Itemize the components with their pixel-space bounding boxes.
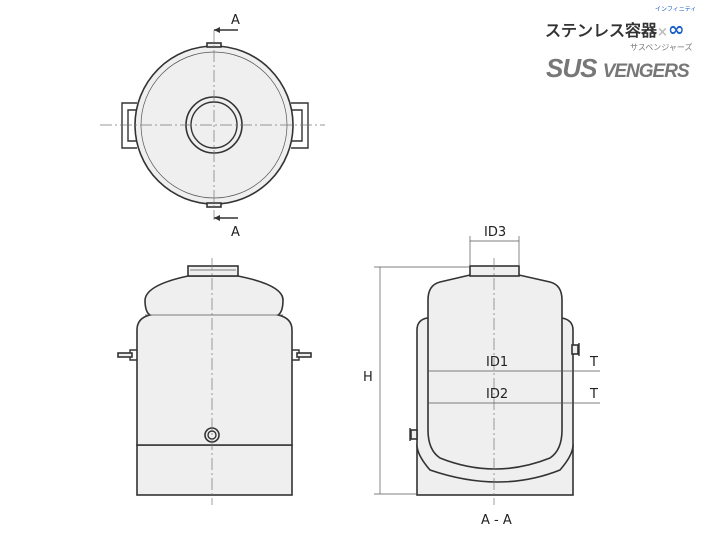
infinity-kana: インフィニティ xyxy=(655,6,697,13)
logo-vengers: VENGERS xyxy=(602,61,690,82)
logo-title-text: ステンレス容器 xyxy=(545,21,658,40)
dim-id3: ID3 xyxy=(484,225,506,240)
front-view xyxy=(117,258,312,505)
dim-t2: T xyxy=(589,387,598,402)
section-view: ID3 H ID1 ID2 T T A - A xyxy=(363,225,600,528)
section-title: A - A xyxy=(481,513,512,528)
logo-cross: × xyxy=(657,25,668,40)
infinity-icon: ∞ xyxy=(667,17,685,41)
dim-id2: ID2 xyxy=(486,387,508,402)
section-mark-top: A xyxy=(231,13,240,28)
logo-title: ステンレス容器×∞ xyxy=(545,17,685,41)
dim-id1: ID1 xyxy=(486,355,508,370)
vengers-kana: サスベンジャーズ xyxy=(630,43,693,52)
top-view: A A xyxy=(100,13,325,240)
dim-h: H xyxy=(363,370,373,385)
dim-t1: T xyxy=(589,355,598,370)
logo-sus: SUS xyxy=(546,53,597,83)
logo-sus-vengers: SUS VENGERS xyxy=(546,53,690,83)
section-mark-bottom: A xyxy=(231,225,240,240)
